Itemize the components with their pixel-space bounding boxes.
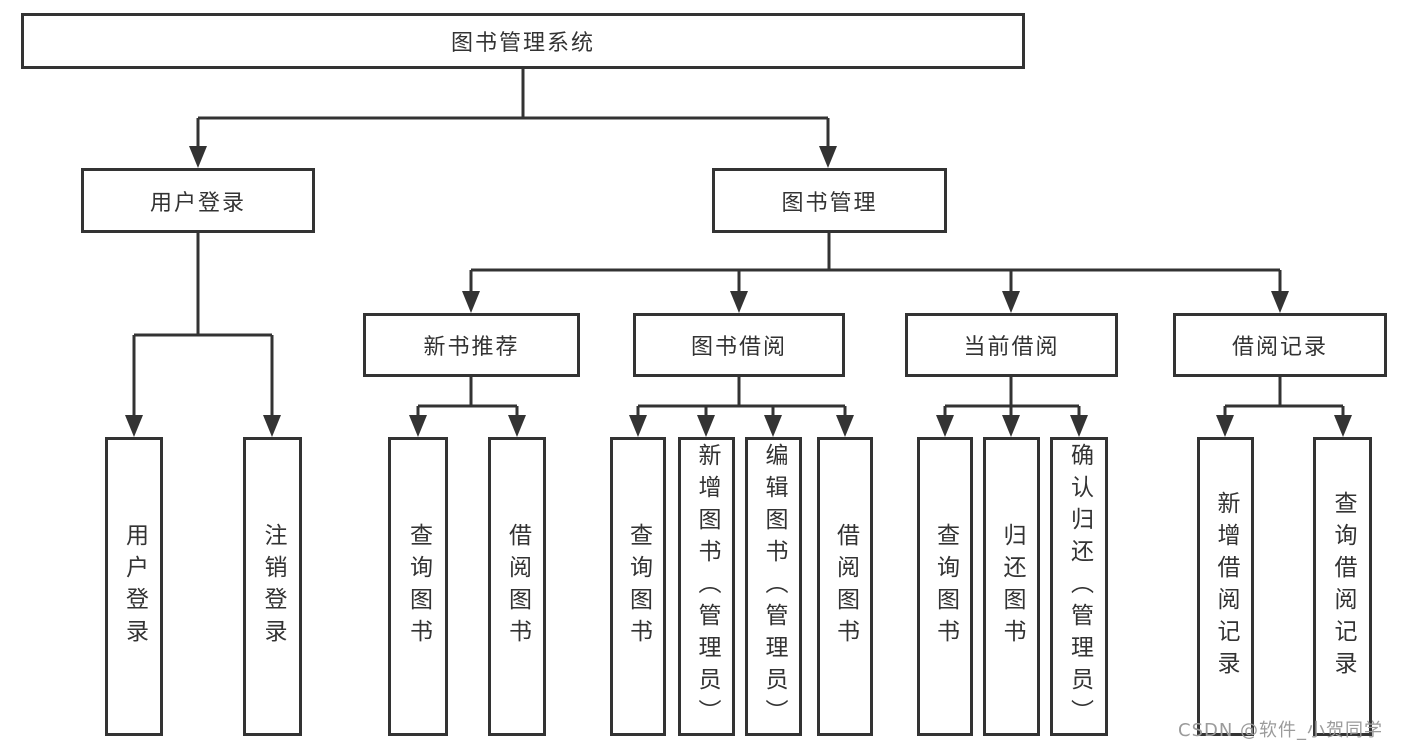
leaf-logout: 注销登录 xyxy=(243,437,302,736)
node-root: 图书管理系统 xyxy=(21,13,1025,69)
leaf-add-borrow-record: 新增借阅记录 xyxy=(1197,437,1254,736)
leaf-user-login: 用户登录 xyxy=(105,437,163,736)
leaf-query-books-recommend: 查询图书 xyxy=(388,437,448,736)
node-current-borrow: 当前借阅 xyxy=(905,313,1118,377)
connector-new-book-recommend-to-leaves xyxy=(409,377,526,437)
leaf-edit-books-admin: 编辑图书（管理员） xyxy=(745,437,802,736)
node-borrow-records: 借阅记录 xyxy=(1173,313,1387,377)
leaf-add-books-admin: 新增图书（管理员） xyxy=(678,437,735,736)
leaf-borrow-books: 借阅图书 xyxy=(817,437,873,736)
leaf-return-books: 归还图书 xyxy=(983,437,1040,736)
connector-book-borrow-to-leaves xyxy=(629,377,854,437)
leaf-confirm-return-admin: 确认归还（管理员） xyxy=(1050,437,1108,736)
csdn-watermark: CSDN @软件_小贺同学 xyxy=(1178,720,1384,741)
connector-book-management-to-level3 xyxy=(462,233,1289,313)
leaf-query-borrow-record: 查询借阅记录 xyxy=(1313,437,1372,736)
node-book-management: 图书管理 xyxy=(712,168,947,233)
leaf-query-books-current: 查询图书 xyxy=(917,437,973,736)
leaf-borrow-books-recommend: 借阅图书 xyxy=(488,437,546,736)
connector-current-borrow-to-leaves xyxy=(936,377,1088,437)
node-user-login: 用户登录 xyxy=(81,168,315,233)
connector-user-login-to-leaves xyxy=(125,233,281,437)
connector-borrow-records-to-leaves xyxy=(1216,377,1352,437)
leaf-query-books-borrow: 查询图书 xyxy=(610,437,666,736)
node-book-borrow: 图书借阅 xyxy=(633,313,845,377)
node-new-book-recommend: 新书推荐 xyxy=(363,313,580,377)
connector-root-to-level2 xyxy=(189,68,837,168)
